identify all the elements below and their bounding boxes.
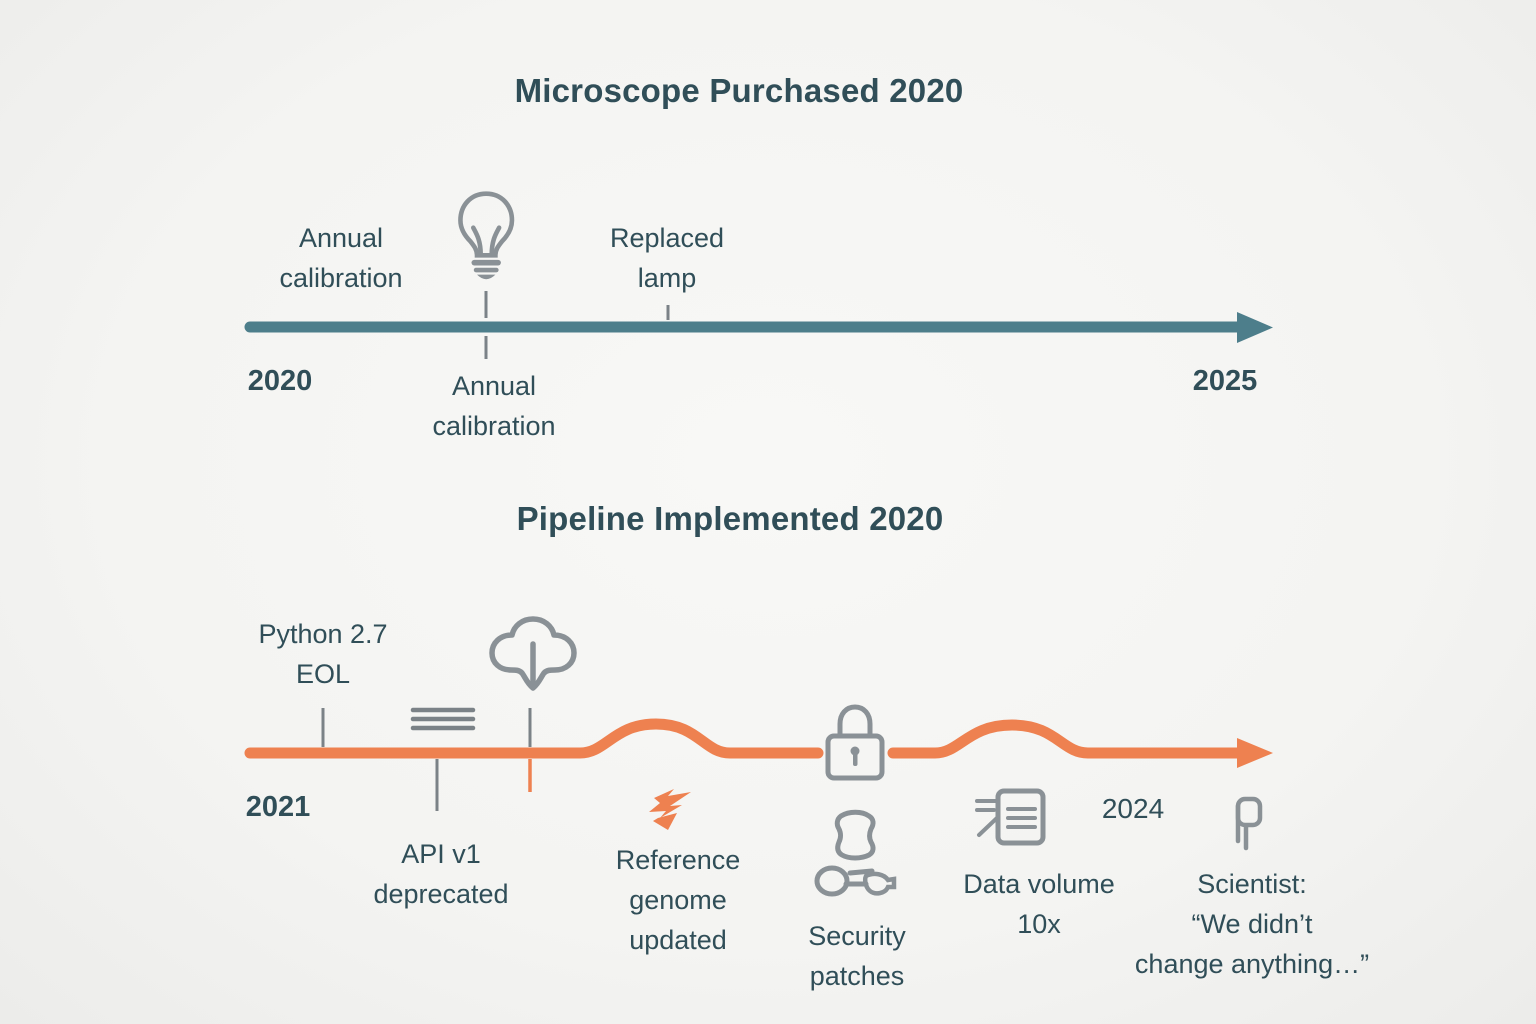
label-annual-calibration-below: Annual calibration: [432, 371, 556, 441]
label-api-v1-deprecated: API v1 deprecated: [373, 839, 509, 909]
label-year-2021: 2021: [245, 791, 311, 823]
menu-lines-icon: [410, 707, 476, 731]
label-python-eol: Python 2.7 EOL: [258, 619, 388, 689]
microscope-timeline-title: Microscope Purchased 2020: [514, 72, 964, 109]
pipeline-timeline-title: Pipeline Implemented 2020: [516, 500, 944, 537]
label-year-2025: 2025: [1192, 365, 1258, 397]
label-scientist-quote: Scientist: “We didn’t change anything…”: [1134, 869, 1370, 979]
zigzag-arrow-icon: [649, 789, 691, 830]
arrowhead-icon: [1237, 312, 1273, 343]
lock-icon: [825, 704, 885, 781]
lightbulb-icon: [458, 191, 515, 280]
key-icon: [814, 865, 897, 897]
data-document-icon: [975, 788, 1046, 846]
microscope-timeline-axis: [244, 312, 1273, 343]
label-reference-genome-updated: Reference genome updated: [615, 845, 741, 955]
label-annual-calibration-above: Annual calibration: [279, 223, 403, 293]
label-security-patches: Security patches: [808, 921, 906, 991]
patch-icon: [834, 809, 876, 861]
flag-icon: [1235, 796, 1263, 851]
label-year-2020: 2020: [247, 365, 313, 397]
pipeline-timeline-axis: [244, 718, 1273, 768]
label-year-2024: 2024: [1101, 793, 1165, 824]
label-replaced-lamp: Replaced lamp: [609, 223, 725, 293]
cloud-download-icon: [489, 616, 577, 691]
arrowhead-icon: [1237, 738, 1273, 768]
label-data-volume-10x: Data volume 10x: [963, 869, 1115, 939]
